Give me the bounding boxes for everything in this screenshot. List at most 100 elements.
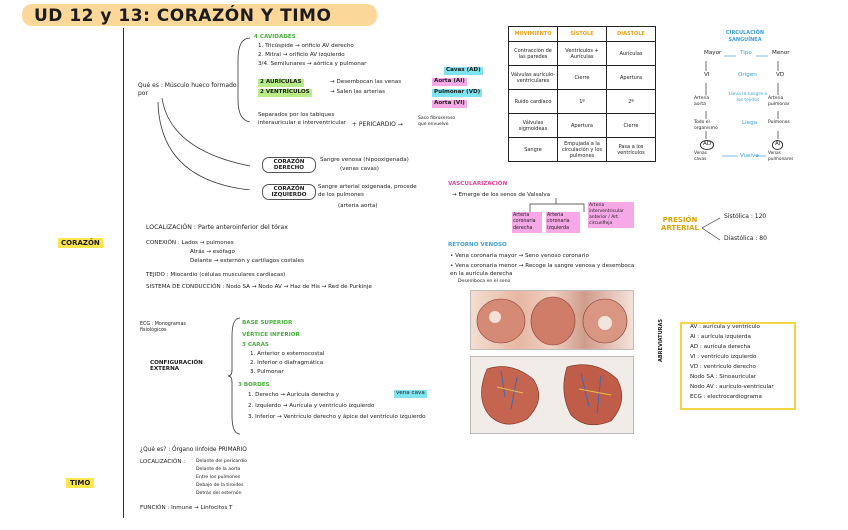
retorno-note: Desemboca en el seno xyxy=(458,279,511,284)
localizacion-text: LOCALIZACIÓN : Parte anteroinferior del … xyxy=(146,224,288,231)
circ-llega: Llega xyxy=(742,120,758,126)
table-cell: Apertura xyxy=(606,65,656,90)
desembocan-text: → Desembocan las venas xyxy=(330,79,402,85)
pericardio-label: + PERICARDIO → xyxy=(352,121,403,128)
configuracion-label: CONFIGURACIÓN EXTERNA xyxy=(150,360,203,372)
abreviatura-8: ECG : electrocardiograma xyxy=(690,394,762,400)
bordes-title: 3 BORDES xyxy=(238,382,270,388)
vaso-3: Pulmonar (VD) xyxy=(432,89,483,97)
abreviatura-4: VI : ventrículo izquierdo xyxy=(690,354,757,360)
sistema-text: SISTEMA DE CONDUCCIÓN : Nodo SA → Nodo A… xyxy=(146,284,372,290)
vaso-4: Aorta (VI) xyxy=(432,100,467,108)
vertice-label: VÉRTICE INFERIOR xyxy=(242,332,300,338)
vena-cava-highlight: vena cava xyxy=(394,390,427,398)
circ-vi: VI xyxy=(704,72,710,78)
timo-que-es: ¿Qué es? : Órgano linfoide PRIMARIO xyxy=(140,447,247,453)
ecg-text: ECG : Monogramas fisiológicos xyxy=(140,322,186,334)
borde-3: 3. Inferior → Ventrículo derecho y ápice… xyxy=(248,414,426,420)
table-cell: Ventrículos + Aurículas xyxy=(557,41,607,66)
borde-1: 1. Derecho → Aurícula derecha y xyxy=(248,392,340,398)
table-row: Contracción de las paredes Ventrículos +… xyxy=(508,41,656,66)
cavidad-3: 3/4. Semilunares → aórtica y pulmonar xyxy=(258,61,367,67)
page-title: UD 12 y 13: CORAZÓN Y TIMO xyxy=(34,6,332,26)
timo-loc-2: Delante de la aorta xyxy=(196,467,241,472)
circ-arteria-aorta: Arteria aorta xyxy=(694,96,710,108)
table-row: Válvulas sigmoideas Apertura Cierre xyxy=(508,113,656,138)
circ-ai: AI xyxy=(772,140,784,150)
abreviatura-3: AD : aurícula derecha xyxy=(690,344,751,350)
timo-loc-5: Detrás del esternón xyxy=(196,491,242,496)
circulacion-arrows xyxy=(705,55,779,157)
abreviatura-1: AV : aurícula y ventrículo xyxy=(690,324,760,330)
table-cell: Válvulas sigmoideas xyxy=(508,113,558,138)
table-cell: Empujada a la circulación y los pulmones xyxy=(557,137,607,162)
arteria-interventricular: Arteria interventricular anterior / Art.… xyxy=(588,202,634,229)
abreviaturas-box xyxy=(680,322,796,410)
heart-diagram-top xyxy=(470,290,634,350)
title-highlight xyxy=(22,4,377,26)
table-cell: Contracción de las paredes xyxy=(508,41,558,66)
que-es-brackets xyxy=(157,37,251,190)
vascularizacion-branch xyxy=(529,198,585,212)
table-header-row: MOVIMIENTO SÍSTOLE DIÁSTOLE xyxy=(508,26,656,42)
retorno-item-2: • Vena coronaria menor → Recoge la sangr… xyxy=(450,263,635,277)
base-label: BASE SUPERIOR xyxy=(242,320,293,326)
timo-loc-3: Entre los pulmones xyxy=(196,475,241,480)
table-cell: 2º xyxy=(606,89,656,114)
circ-origen: Origen xyxy=(738,72,757,78)
table-cell: Válvulas aurículo-ventriculares xyxy=(508,65,558,90)
table-cell: Apertura xyxy=(557,113,607,138)
timo-loc-1: Delante del pericardio xyxy=(196,459,247,464)
caras-title: 3 CARAS xyxy=(242,342,269,348)
corazon-derecho-label: CORAZÓN DERECHO xyxy=(262,157,316,173)
abreviatura-5: VD : ventrículo derecho xyxy=(690,364,756,370)
abreviatura-6: Nodo SA : Sinoauricular xyxy=(690,374,757,380)
corazon-side-label: CORAZÓN xyxy=(58,238,103,248)
cara-2: 2. Inferior o diafragmática xyxy=(250,360,324,366)
corazon-derecho-sub: (venas cavas) xyxy=(340,166,379,172)
retorno-item-1: • Vena coronaria mayor → Seno venoso cor… xyxy=(450,253,589,259)
timo-loc-4: Debajo de la tiroides xyxy=(196,483,244,488)
arteria-coronaria-izquierda: Arteria coronaria izquierda xyxy=(546,212,580,234)
vaso-1: Cavas (AD) xyxy=(444,67,483,75)
heart-diagram-bottom xyxy=(470,356,634,434)
presion-branch xyxy=(701,217,721,241)
circ-lleva: Lleva la sangre a los tejidos xyxy=(728,92,768,104)
presion-sistolica: Sistólica : 120 xyxy=(724,213,767,220)
table-cell: Pasa a los ventrículos xyxy=(606,137,656,162)
table-header-cell: SÍSTOLE xyxy=(557,26,607,42)
circ-ad: AD xyxy=(700,140,715,150)
circ-todo-org: Todo el organismo xyxy=(694,120,718,132)
ventriculos-label: 2 VENTRÍCULOS xyxy=(258,89,312,97)
timo-funcion: FUNCIÓN : Inmune → Linfocitos T xyxy=(140,505,233,511)
cavidades-title: 4 CAVIDADES xyxy=(254,34,296,40)
auriculas-label: 2 AURÍCULAS xyxy=(258,79,304,87)
table-cell: 1º xyxy=(557,89,607,114)
vaso-2: Aorta (AI) xyxy=(432,78,467,86)
arteria-coronaria-derecha: Arteria coronaria derecha xyxy=(512,212,542,234)
circ-mayor: Mayor xyxy=(704,50,722,56)
table-cell: Cierre xyxy=(557,65,607,90)
salen-text: → Salen las arterias xyxy=(330,89,385,95)
sistole-diastole-table: MOVIMIENTO SÍSTOLE DIÁSTOLE Contracción … xyxy=(508,26,656,162)
presion-arterial-label: PRESIÓN ARTERIAL xyxy=(661,216,699,232)
tejido-text: TEJIDO : Miocardio (células musculares c… xyxy=(146,272,286,278)
timo-side-label: TIMO xyxy=(66,478,95,488)
corazon-izquierdo-label: CORAZÓN IZQUIERDO xyxy=(262,184,316,200)
table-row: Ruido cardíaco 1º 2º xyxy=(508,89,656,114)
circ-vd: VD xyxy=(776,72,785,78)
table-row: Válvulas aurículo-ventriculares Cierre A… xyxy=(508,65,656,90)
table-cell: Ruido cardíaco xyxy=(508,89,558,114)
corazon-izquierdo-sub: (arteria aorta) xyxy=(338,203,378,209)
table-cell: Aurículas xyxy=(606,41,656,66)
circulacion-title: CIRCULACIÓN SANGUÍNEA xyxy=(725,30,765,43)
circ-venas-pulmonares: Venas pulmonares xyxy=(768,151,794,162)
circ-pulmones: Pulmones xyxy=(768,120,790,125)
cara-1: 1. Anterior o esternocostal xyxy=(250,351,325,357)
abreviatura-2: AI : aurícula izquierda xyxy=(690,334,751,340)
table-header-cell: DIÁSTOLE xyxy=(606,26,656,42)
table-row: Sangre Empujada a la circulación y los p… xyxy=(508,137,656,162)
cavidad-2: 2. Mitral → orificio AV izquierdo xyxy=(258,52,345,58)
circ-menor: Menor xyxy=(772,50,790,56)
circ-venas-cavas: Venas cavas xyxy=(694,151,707,162)
